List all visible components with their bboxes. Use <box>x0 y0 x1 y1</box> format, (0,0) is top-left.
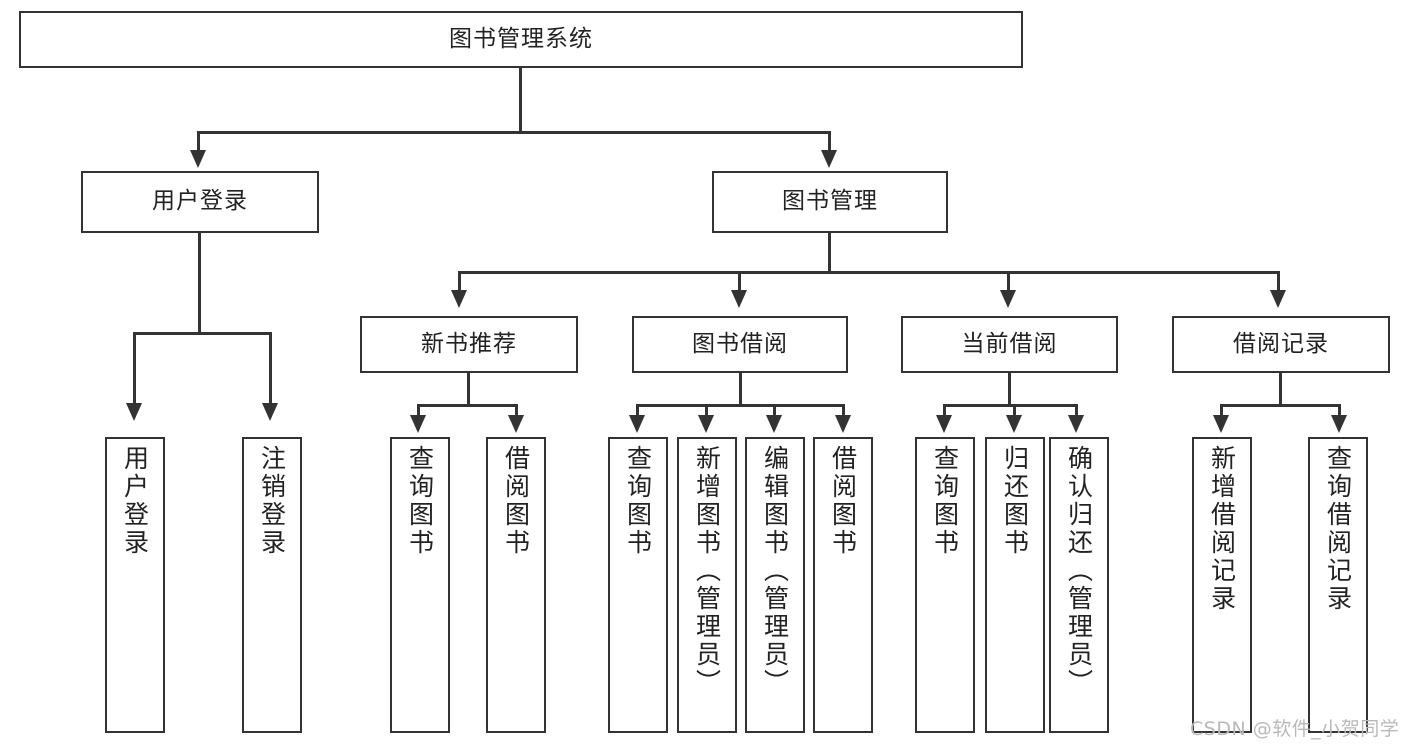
arrowhead-leaf-add-record <box>1213 415 1229 433</box>
arrowhead-leaf-return-book <box>1006 415 1022 433</box>
node-leaf-query-book-borrow[interactable]: 查询图书 <box>608 437 668 733</box>
arrowhead-leaf-query-book-2 <box>629 415 645 433</box>
node-label: 图书借阅 <box>692 330 788 357</box>
node-label: 图书管理系统 <box>449 25 593 52</box>
arrowhead-leaf-add-book <box>698 415 714 433</box>
node-leaf-borrow-book-recommend[interactable]: 借阅图书 <box>486 437 546 733</box>
csdn-watermark: CSDN @软件_小贺同学 <box>1190 718 1400 740</box>
node-leaf-query-book-current[interactable]: 查询图书 <box>915 437 975 733</box>
node-label: 查询图书 <box>405 445 435 557</box>
arrowhead-leaf-logout <box>262 403 278 421</box>
edge-bb-drop-1 <box>636 404 639 420</box>
edge-current-borrow-stem <box>1008 373 1011 406</box>
edge-bb-drop-4 <box>842 404 845 420</box>
node-leaf-query-book-recommend[interactable]: 查询图书 <box>390 437 450 733</box>
arrowhead-user-login <box>190 150 206 168</box>
edge-cb-drop-3 <box>1075 404 1078 420</box>
edge-to-borrow-record <box>1277 271 1280 293</box>
arrowhead-book-manage <box>821 150 837 168</box>
edge-book-borrow-bus <box>636 404 845 407</box>
arrowhead-book-borrow <box>731 290 747 308</box>
edge-nbr-drop-1 <box>417 404 420 420</box>
node-label: 借阅图书 <box>501 445 531 557</box>
edge-user-login-drop-1 <box>133 332 136 407</box>
node-leaf-logout[interactable]: 注销登录 <box>242 437 302 733</box>
edge-user-login-stem <box>198 233 201 334</box>
node-label: 新增图书（管理员） <box>692 445 722 697</box>
edge-to-new-book-recommend <box>458 271 461 293</box>
edge-br-drop-2 <box>1338 404 1341 420</box>
edge-bb-drop-3 <box>773 404 776 420</box>
node-leaf-edit-book[interactable]: 编辑图书（管理员） <box>745 437 805 733</box>
node-leaf-add-book[interactable]: 新增图书（管理员） <box>677 437 737 733</box>
node-label: 用户登录 <box>120 445 150 557</box>
edge-to-user-login <box>197 131 200 156</box>
edge-nbr-drop-2 <box>515 404 518 420</box>
node-leaf-add-borrow-record[interactable]: 新增借阅记录 <box>1192 437 1252 733</box>
node-label: 查询图书 <box>930 445 960 557</box>
edge-to-current-borrow <box>1007 271 1010 293</box>
edge-level1-bus <box>197 131 831 134</box>
edge-level2-bus <box>458 271 1280 274</box>
node-label: 新书推荐 <box>421 330 517 357</box>
arrowhead-current-borrow <box>1000 290 1016 308</box>
edge-borrow-record-bus <box>1220 404 1341 407</box>
edge-cb-drop-2 <box>1013 404 1016 420</box>
node-book-borrow[interactable]: 图书借阅 <box>632 316 848 373</box>
arrowhead-new-book-recommend <box>451 290 467 308</box>
arrowhead-leaf-borrow-book-1 <box>508 415 524 433</box>
node-label: 注销登录 <box>257 445 287 557</box>
edge-borrow-record-stem <box>1279 373 1282 406</box>
arrowhead-leaf-edit-book <box>766 415 782 433</box>
node-leaf-confirm-return[interactable]: 确认归还（管理员） <box>1049 437 1109 733</box>
node-new-book-recommend[interactable]: 新书推荐 <box>360 316 578 373</box>
arrowhead-leaf-query-record <box>1331 415 1347 433</box>
edge-cb-drop-1 <box>943 404 946 420</box>
node-leaf-user-login[interactable]: 用户登录 <box>105 437 165 733</box>
node-label: 确认归还（管理员） <box>1064 445 1094 697</box>
node-label: 借阅图书 <box>828 445 858 557</box>
arrowhead-leaf-borrow-book-2 <box>835 415 851 433</box>
node-label: 借阅记录 <box>1233 330 1329 357</box>
edge-current-borrow-bus <box>943 404 1078 407</box>
edge-to-book-manage <box>828 131 831 156</box>
arrowhead-leaf-query-book-1 <box>410 415 426 433</box>
edge-br-drop-1 <box>1220 404 1223 420</box>
arrowhead-leaf-query-book-3 <box>936 415 952 433</box>
edge-book-manage-stem <box>828 233 831 274</box>
edge-to-book-borrow <box>738 271 741 293</box>
node-leaf-return-book[interactable]: 归还图书 <box>985 437 1045 733</box>
node-label: 图书管理 <box>782 188 878 215</box>
node-leaf-borrow-book[interactable]: 借阅图书 <box>813 437 873 733</box>
node-current-borrow[interactable]: 当前借阅 <box>901 316 1118 373</box>
edge-new-book-recommend-bus <box>417 404 518 407</box>
arrowhead-leaf-confirm-return <box>1068 415 1084 433</box>
arrowhead-borrow-record <box>1270 290 1286 308</box>
edge-book-borrow-stem <box>739 373 742 406</box>
node-label: 新增借阅记录 <box>1207 445 1237 613</box>
edge-user-login-drop-2 <box>269 332 272 407</box>
node-user-login[interactable]: 用户登录 <box>81 171 319 233</box>
node-label: 查询借阅记录 <box>1323 445 1353 613</box>
edge-new-book-recommend-stem <box>467 373 470 406</box>
edge-bb-drop-2 <box>705 404 708 420</box>
node-label: 编辑图书（管理员） <box>760 445 790 697</box>
node-borrow-record[interactable]: 借阅记录 <box>1172 316 1390 373</box>
node-label: 归还图书 <box>1000 445 1030 557</box>
node-book-management[interactable]: 图书管理 <box>712 171 948 233</box>
edge-root-stem <box>519 68 522 133</box>
node-root-book-management-system[interactable]: 图书管理系统 <box>19 11 1023 68</box>
edge-user-login-bus <box>133 332 272 335</box>
node-label: 查询图书 <box>623 445 653 557</box>
node-label: 当前借阅 <box>961 330 1058 357</box>
node-leaf-query-borrow-record[interactable]: 查询借阅记录 <box>1308 437 1368 733</box>
node-label: 用户登录 <box>152 188 248 215</box>
arrowhead-leaf-user-login <box>126 403 142 421</box>
